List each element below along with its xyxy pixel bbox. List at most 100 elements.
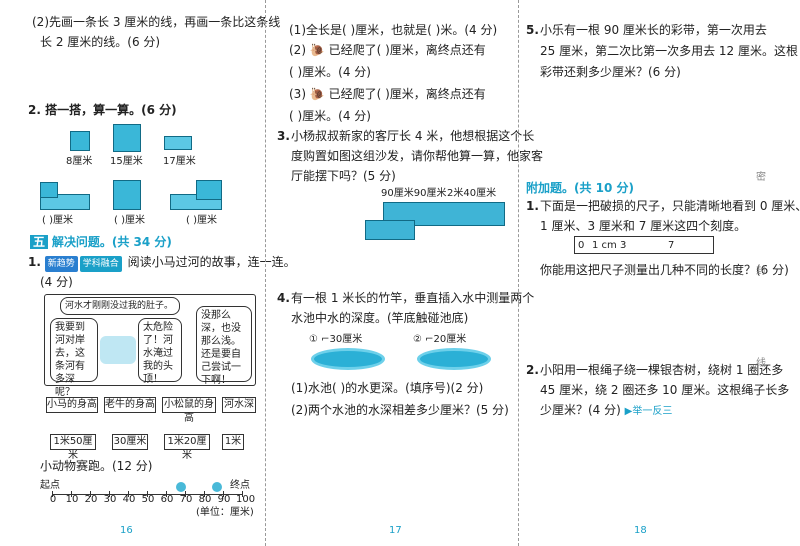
- section5-heading: 五 解决问题。(共 34 分): [30, 234, 172, 250]
- q1-text: 阅读小马过河的故事，连一连。: [127, 255, 296, 269]
- q1-title: 1. 新趋势学科融合 阅读小马过河的故事，连一连。: [28, 254, 296, 272]
- q4-line2: 水池中水的深度。(竿底触碰池底): [291, 311, 469, 325]
- cube-answer-2[interactable]: ( )厘米: [114, 215, 145, 226]
- race-tick-label: 90: [217, 494, 231, 505]
- q-line1: (1)全长是( )厘米，也就是( )米。(4 分): [289, 23, 498, 37]
- sofa-label-2: 2米40厘米: [447, 188, 497, 199]
- e1-line1: 下面是一把破损的尺子，只能清晰地看到 0 厘米、: [540, 199, 800, 213]
- q1-score: (4 分): [40, 275, 73, 289]
- page-number-17: 17: [389, 525, 402, 536]
- race-text: 小动物赛跑。(12 分): [40, 459, 153, 473]
- race-tick-mark: [223, 491, 224, 497]
- e1-num: 1.: [526, 199, 539, 213]
- label-squirrel-height[interactable]: 小松鼠的身高: [162, 397, 216, 424]
- race-tick-mark: [204, 491, 205, 497]
- value-30cm[interactable]: 30厘米: [112, 434, 148, 450]
- page-18: 5. 小乐有一根 90 厘米长的彩带，第一次用去 25 厘米，第二次比第一次多用…: [518, 0, 800, 546]
- q4-sub1: (1)水池( )的水更深。(填序号)(2 分): [291, 381, 484, 395]
- ruler-mark-7: 7: [668, 240, 675, 251]
- q4-num: 4.: [277, 291, 290, 305]
- race-tick-label: 80: [198, 494, 212, 505]
- badge-subject: 学科融合: [79, 256, 122, 272]
- bubble-right: 没那么深，也没那么浅。还是要自己尝试一下啊！: [196, 306, 252, 386]
- cube-shape-3: [164, 136, 192, 150]
- race-tick-mark: [109, 491, 110, 497]
- story-title-bubble: 河水才刚刚没过我的肚子。: [60, 297, 180, 315]
- race-tick-label: 40: [122, 494, 136, 505]
- e1-question: 你能用这把尺子测量出几种不同的长度？(6 分): [540, 263, 789, 277]
- q4-line1: 有一根 1 米长的竹竿，垂直插入水中测量两个: [291, 291, 535, 305]
- race-tick-label: 30: [103, 494, 117, 505]
- start-label: 起点: [40, 480, 60, 491]
- label-horse-height[interactable]: 小马的身高: [46, 397, 98, 413]
- bubble-mid: 太危险了！河水淹过我的头顶！: [138, 318, 182, 385]
- race-tick-mark: [90, 491, 91, 497]
- cube-label-2: 15厘米: [110, 156, 143, 167]
- label-river-depth[interactable]: 河水深: [222, 397, 256, 413]
- race-tick-mark: [147, 491, 148, 497]
- q3-line1: 小杨叔叔新家的客厅长 4 米，他想根据这个长: [291, 129, 535, 143]
- e2-line1: 小阳用一根绳子绕一棵银杏树，绕树 1 圈还多: [540, 363, 784, 377]
- broken-ruler: [574, 236, 714, 254]
- race-tick-mark: [185, 491, 186, 497]
- badge-trend: 新趋势: [44, 256, 78, 272]
- side-char-3: 线: [756, 358, 766, 369]
- ruler-mark-0: 0: [578, 240, 585, 251]
- side-char-2: 封: [756, 266, 766, 277]
- race-tick-label: 50: [141, 494, 155, 505]
- horse-river-image: [100, 336, 136, 364]
- pool-1: [311, 348, 385, 370]
- section5-tag: 五: [30, 235, 49, 249]
- q-line2: (2) 🐌 已经爬了( )厘米，离终点还有: [289, 43, 486, 57]
- q5-num: 5.: [526, 23, 539, 37]
- race-tick-mark: [242, 491, 243, 497]
- sofa-label-1: 90厘米90厘米: [381, 188, 447, 199]
- q5-line3: 彩带还剩多少厘米？(6 分): [540, 65, 681, 79]
- q3-line2: 度购置如图这组沙发，请你帮他算一算，他家客: [291, 149, 544, 163]
- cube-shape-4: [40, 194, 90, 210]
- divider-2: [518, 0, 519, 546]
- bubble-left: 我要到河对岸去，这条河有多深呢？: [50, 318, 98, 398]
- race-tick-mark: [166, 491, 167, 497]
- ruler-mark-1: 1 cm: [592, 240, 617, 251]
- race-tick-label: 60: [160, 494, 174, 505]
- cube-shape-4b: [40, 182, 58, 198]
- page-number-16: 16: [120, 525, 133, 536]
- q3-line3: 厅能摆下吗？(5 分): [291, 169, 396, 183]
- ruler-mark-3: 3: [620, 240, 627, 251]
- extra-title: 附加题。(共 10 分): [526, 181, 635, 195]
- e2-line3: 少厘米？(4 分) ▶举一反三: [540, 402, 672, 420]
- pool-2: [417, 348, 491, 370]
- label-cow-height[interactable]: 老牛的身高: [104, 397, 156, 413]
- race-tick-label: 10: [65, 494, 79, 505]
- side-char-1: 密: [756, 172, 766, 183]
- cube-shape-2: [113, 124, 141, 152]
- cube-shape-6b: [196, 180, 222, 200]
- q-line3: ( )厘米。(4 分): [289, 65, 371, 79]
- q2-line2: 长 2 厘米的线。(6 分): [40, 35, 161, 49]
- e2-num: 2.: [526, 363, 539, 377]
- q1-num: 1.: [28, 255, 41, 269]
- finish-label: 终点: [230, 480, 250, 491]
- race-tick-label: 70: [179, 494, 193, 505]
- section5-title: 解决问题。(共 34 分): [51, 235, 172, 249]
- pool1-label: ① ⌐30厘米: [309, 334, 363, 345]
- cube-shape-5: [113, 180, 141, 210]
- e2-line2: 45 厘米，绕 2 圈还多 10 厘米。这根绳子长多: [540, 383, 790, 397]
- e2-line3-text: 少厘米？(4 分): [540, 403, 621, 417]
- unit-label: (单位：厘米): [196, 507, 254, 518]
- race-tick-label: 0: [49, 494, 57, 505]
- value-150cm[interactable]: 1米50厘米: [50, 434, 96, 461]
- race-tick-label: 100: [236, 494, 256, 505]
- value-1m[interactable]: 1米: [222, 434, 244, 450]
- race-tick-mark: [52, 491, 53, 497]
- cube-answer-3[interactable]: ( )厘米: [186, 215, 217, 226]
- race-tick-mark: [128, 491, 129, 497]
- pool2-label: ② ⌐20厘米: [413, 334, 467, 345]
- snail-a-icon: [176, 482, 186, 492]
- divider-1: [265, 0, 266, 546]
- cube-label-1: 8厘米: [66, 156, 93, 167]
- value-120cm[interactable]: 1米20厘米: [164, 434, 210, 461]
- cube-answer-1[interactable]: ( )厘米: [42, 215, 73, 226]
- race-tick-mark: [71, 491, 72, 497]
